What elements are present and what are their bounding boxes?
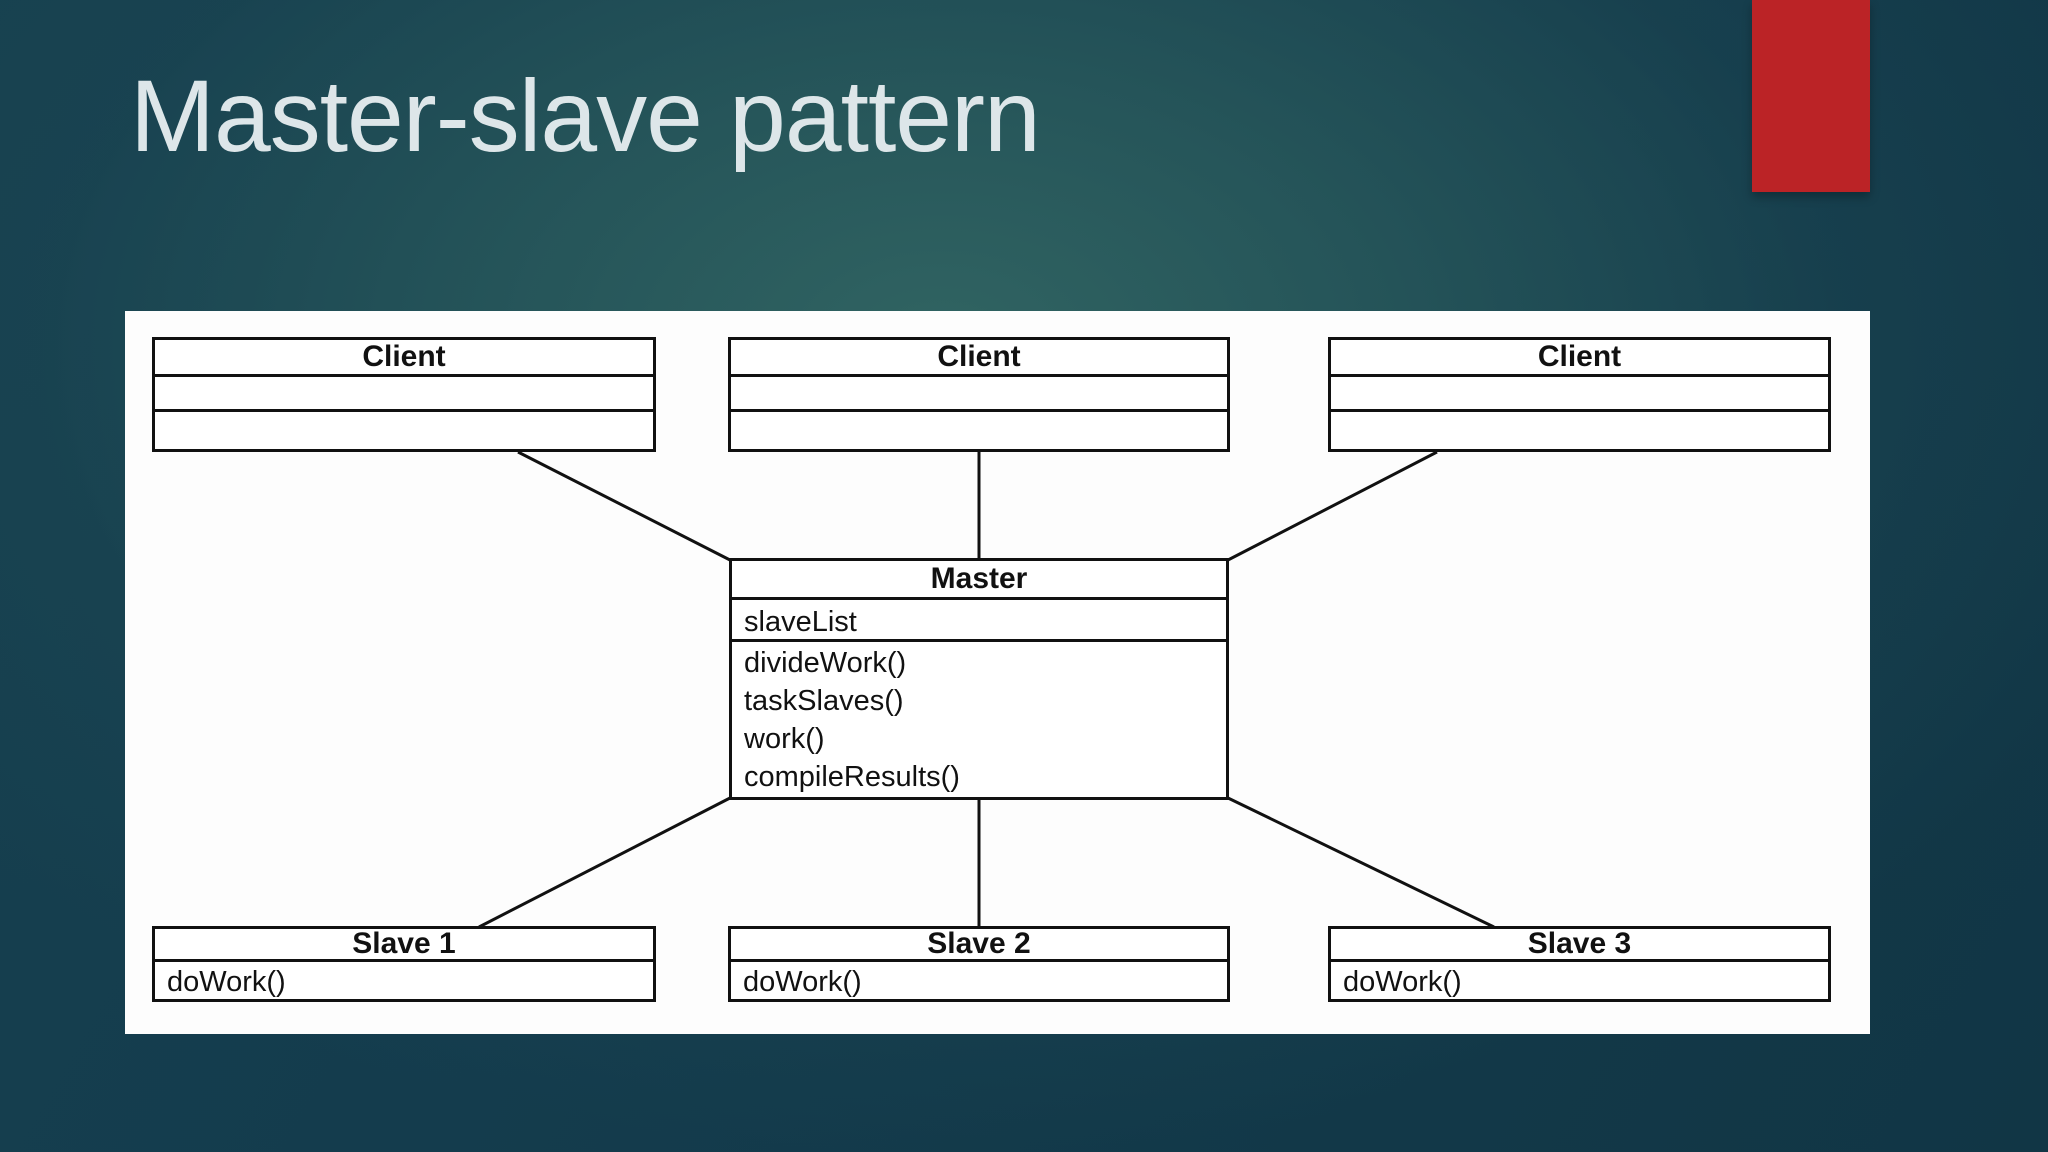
client-2-methods-compartment xyxy=(731,409,1227,446)
master-methods-compartment: divideWork() taskSlaves() work() compile… xyxy=(732,639,1226,796)
slave-3-methods-compartment: doWork() xyxy=(1331,959,1828,998)
slave-2-class-box: Slave 2 doWork() xyxy=(728,926,1230,1002)
client-2-class-box: Client xyxy=(728,337,1230,452)
uml-diagram-panel: Client Client Client Master slaveList di… xyxy=(125,311,1870,1034)
master-method: compileResults() xyxy=(744,761,960,793)
master-method: divideWork() xyxy=(744,647,907,679)
client-3-class-box: Client xyxy=(1328,337,1831,452)
slave-2-methods-compartment: doWork() xyxy=(731,959,1227,998)
client3-master-line xyxy=(1227,450,1438,562)
slide-title: Master-slave pattern xyxy=(130,59,1041,173)
client-2-name: Client xyxy=(937,340,1021,373)
accent-bar xyxy=(1752,0,1870,192)
slave-3-method: doWork() xyxy=(1343,966,1462,998)
connector-lines xyxy=(478,450,1495,929)
master-method: work() xyxy=(744,723,825,755)
slave-1-class-box: Slave 1 doWork() xyxy=(152,926,656,1002)
master-slave3-line xyxy=(1227,796,1495,929)
slave-3-class-box: Slave 3 doWork() xyxy=(1328,926,1831,1002)
slave-2-name: Slave 2 xyxy=(927,927,1031,960)
master-method: taskSlaves() xyxy=(744,685,904,717)
client1-master-line xyxy=(517,450,731,562)
client-3-attributes-compartment xyxy=(1331,374,1828,409)
master-attribute: slaveList xyxy=(744,606,857,638)
client-1-methods-compartment xyxy=(155,409,653,446)
client-1-name: Client xyxy=(362,340,446,373)
client-1-attributes-compartment xyxy=(155,374,653,409)
slave-2-method: doWork() xyxy=(743,966,862,998)
client-2-attributes-compartment xyxy=(731,374,1227,409)
master-attributes-compartment: slaveList xyxy=(732,597,1226,639)
master-class-box: Master slaveList divideWork() taskSlaves… xyxy=(729,558,1229,800)
client-1-class-box: Client xyxy=(152,337,656,452)
client-3-methods-compartment xyxy=(1331,409,1828,446)
slave-1-name: Slave 1 xyxy=(352,927,456,960)
slave-3-name: Slave 3 xyxy=(1527,927,1632,960)
slave-1-method: doWork() xyxy=(167,966,286,998)
slave-1-methods-compartment: doWork() xyxy=(155,959,653,998)
client-3-name: Client xyxy=(1537,340,1622,373)
master-slave1-line xyxy=(478,796,731,929)
master-name: Master xyxy=(930,562,1028,595)
